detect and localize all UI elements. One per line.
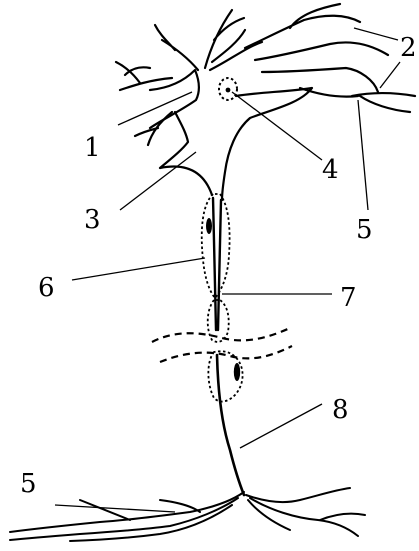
- leader-line-5a: [358, 100, 368, 210]
- label-4: 4: [322, 155, 339, 185]
- leader-line-6: [72, 258, 205, 280]
- leader-line-2b: [380, 62, 400, 88]
- label-2: 2: [400, 33, 417, 63]
- label-7: 7: [340, 283, 357, 313]
- cell-body: [116, 4, 415, 200]
- leader-line-3: [120, 152, 196, 210]
- leader-line-4: [232, 92, 322, 160]
- leader-line-8: [240, 404, 322, 448]
- label-1: 1: [84, 133, 101, 163]
- label-5-bottom: 5: [20, 469, 37, 499]
- axon-terminals: [10, 488, 365, 541]
- label-3: 3: [84, 205, 101, 235]
- leader-line-5b: [55, 505, 175, 512]
- nucleus: [219, 78, 237, 100]
- labels: 1 2 3 4 5 5 6 7 8: [20, 33, 417, 499]
- axon: [213, 198, 244, 495]
- label-8: 8: [332, 395, 349, 425]
- leader-line-2a: [354, 28, 398, 40]
- axon-break-marks: [152, 328, 292, 362]
- label-6: 6: [38, 273, 55, 303]
- label-5-top: 5: [356, 215, 373, 245]
